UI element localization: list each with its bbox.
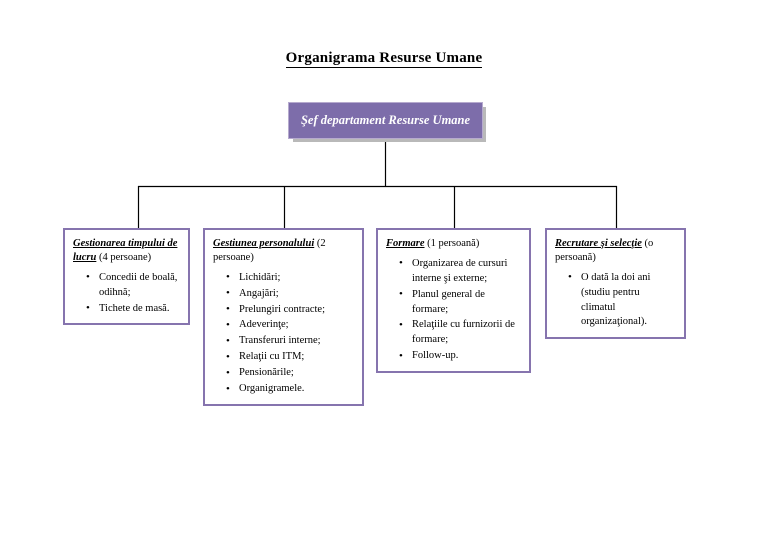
node-heading: Formare (1 persoană) [386, 237, 521, 251]
list-item: Prelungiri contracte; [226, 302, 354, 318]
list-item: Lichidări; [226, 270, 354, 286]
node-heading-main: Formare [386, 238, 425, 249]
node-gestionarea-timpului-de-lucru[interactable]: Gestionarea timpului de lucru (4 persoan… [63, 228, 190, 326]
list-item: Angajări; [226, 286, 354, 302]
node-heading-count-value: (1 persoană) [427, 238, 480, 249]
node-heading-count-value: (4 persoane) [98, 251, 152, 263]
node-root-hr-department-head[interactable]: Şef departament Resurse Umane [288, 102, 483, 139]
node-heading-main: Gestionarea timpului de lucru [73, 238, 178, 263]
list-item: Concedii de boală, odihnă; [86, 270, 180, 301]
list-item: O dată la doi ani (studiu pentru climatu… [568, 270, 676, 331]
node-heading: Gestionarea timpului de lucru (4 persoan… [73, 237, 180, 265]
node-heading-count-value: (o persoană) [555, 238, 654, 263]
node-item-list: O dată la doi ani (studiu pentru climatu… [555, 270, 676, 331]
page-title-text: Organigrama Resurse Umane [285, 50, 483, 68]
list-item: Transferuri interne; [226, 334, 354, 350]
list-item: Organigramele. [226, 382, 354, 398]
node-formare[interactable]: Formare (1 persoană) Organizarea de curs… [376, 228, 531, 374]
list-item: Planul general de formare; [399, 287, 521, 318]
node-item-list: Lichidări; Angajări; Prelungiri contract… [213, 270, 354, 398]
node-heading: Recrutare şi selecţie (o persoană) [555, 237, 676, 265]
list-item: Adeverinţe; [226, 318, 354, 334]
node-item-list: Concedii de boală, odihnă; Tichete de ma… [73, 270, 180, 317]
list-item: Pensionările; [226, 366, 354, 382]
node-gestiunea-personalului[interactable]: Gestiunea personalului (2 persoane) Lich… [203, 228, 364, 406]
node-recrutare-si-selectie[interactable]: Recrutare şi selecţie (o persoană) O dat… [545, 228, 686, 340]
node-heading-main: Recrutare şi selecţie [555, 238, 642, 249]
node-heading-count-value: (2 persoane) [213, 238, 326, 263]
list-item: Relaţii cu ITM; [226, 350, 354, 366]
node-heading-main: Gestiunea personalului [213, 238, 315, 249]
node-item-list: Organizarea de cursuri interne şi extern… [386, 256, 521, 365]
node-heading: Gestiunea personalului (2 persoane) [213, 237, 354, 265]
page-title: Organigrama Resurse Umane [0, 50, 768, 68]
list-item: Relaţiile cu furnizorii de formare; [399, 318, 521, 348]
node-root-label: Şef departament Resurse Umane [300, 113, 471, 127]
list-item: Organizarea de cursuri interne şi extern… [399, 256, 521, 287]
list-item: Tichete de masă. [86, 301, 180, 317]
list-item: Follow-up. [399, 349, 521, 365]
